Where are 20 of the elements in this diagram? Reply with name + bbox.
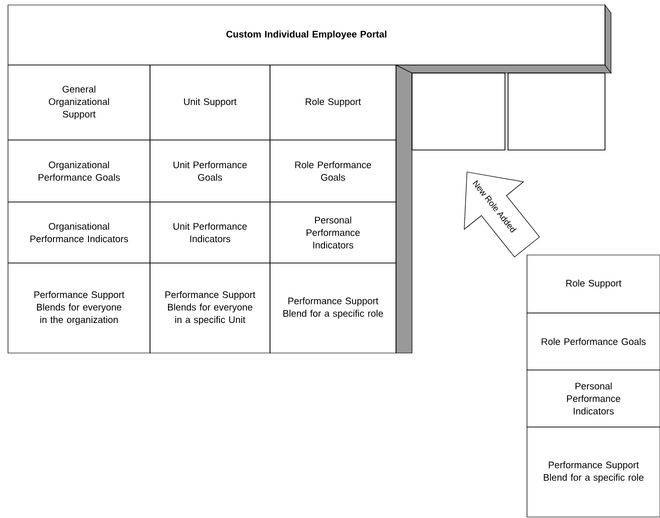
cell: Unit Performance Goals [150, 140, 270, 202]
cell: Performance Support Blends for everyone in the organization [8, 262, 150, 354]
title-box: Custom Individual Employee Portal [8, 4, 606, 66]
cell: Performance Support Blend for a specific role [270, 262, 396, 354]
cell: General Organizational Support [8, 64, 150, 140]
cell: Unit Support [150, 64, 270, 140]
empty-slot [508, 72, 606, 150]
empty-slot [412, 72, 506, 150]
cell: Personal Performance Indicators [270, 202, 396, 264]
cell: Role Performance Goals [526, 312, 660, 370]
cell: Role Performance Goals [270, 140, 396, 202]
cell: Personal Performance Indicators [526, 370, 660, 428]
block-arrow [464, 172, 540, 258]
cell: Unit Performance Indicators [150, 202, 270, 264]
cell: Role Support [526, 254, 660, 314]
cell: Organisational Performance Indicators [8, 202, 150, 264]
cell: Performance Support Blend for a specific role [526, 426, 660, 518]
cell: Organizational Performance Goals [8, 140, 150, 202]
cell: Performance Support Blends for everyone in a specific Unit [150, 262, 270, 354]
cell: Role Support [270, 64, 396, 140]
